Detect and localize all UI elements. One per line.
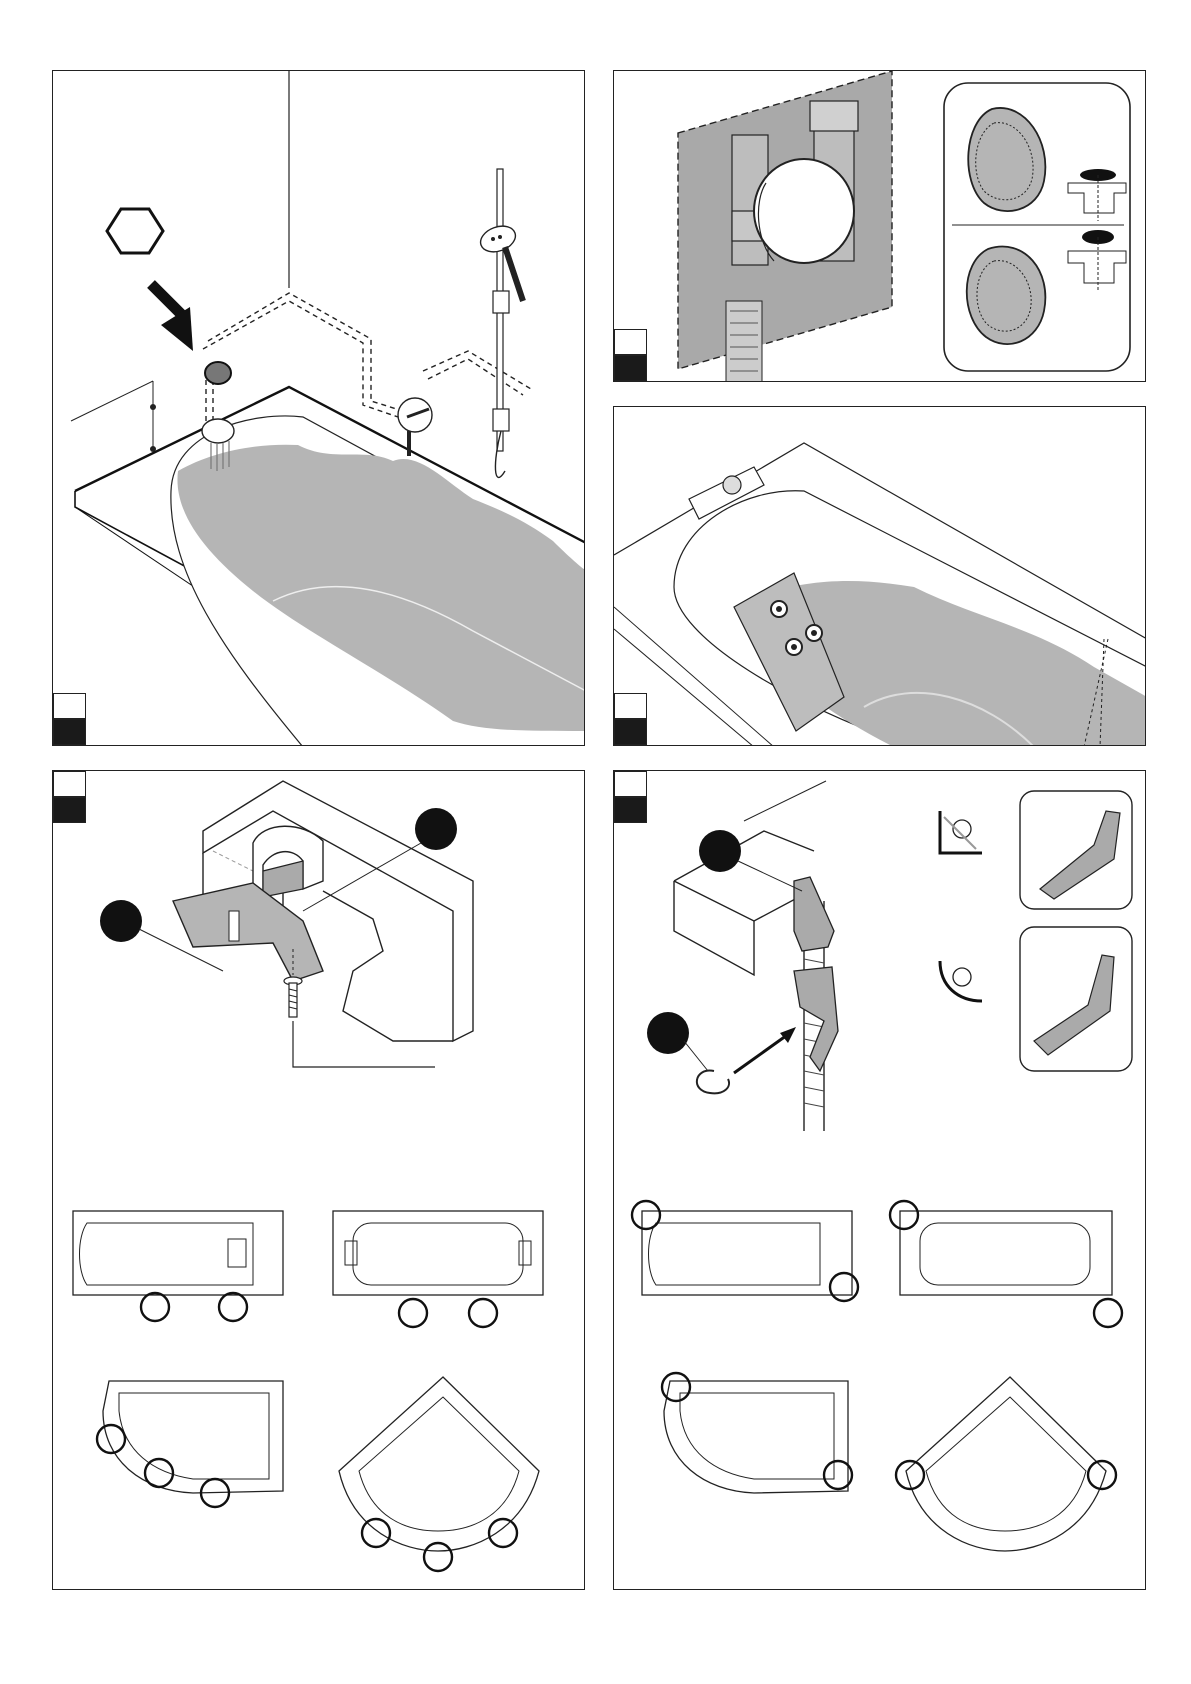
callout-marker: [699, 830, 741, 872]
drain-valve-icon: [754, 159, 854, 263]
panel-bath-jets-view: [613, 406, 1146, 746]
step-number-box: [614, 329, 647, 355]
panel-bath-installation: [52, 70, 585, 746]
retaining-ring-icon: [697, 1071, 729, 1094]
bath-plan-offset-corner-icon: [662, 1373, 852, 1493]
step-number-box-dark: [53, 797, 86, 823]
bath-plan-quadrant-icon: [339, 1377, 539, 1571]
position-mark-icon: [219, 1293, 247, 1321]
step-number-box: [53, 771, 86, 797]
callout-marker: [100, 900, 142, 942]
step-number-box-dark: [53, 719, 86, 745]
panel-support-bracket-mounting: [52, 770, 585, 1590]
bath-spout-icon: [202, 419, 234, 443]
bath-jets-drawing: [614, 407, 1146, 746]
bath-plan-double-ended-icon: [333, 1211, 543, 1327]
bath-plan-double-ended-icon: [890, 1201, 1122, 1327]
step-number-box: [614, 771, 647, 797]
waste-set-drawing: [614, 71, 1146, 382]
bath-plan-rectangular-icon: [632, 1201, 858, 1301]
hose-clip-drawing: [614, 771, 1146, 1590]
step-number-box-dark: [614, 355, 647, 381]
panel-overflow-waste-set: [613, 70, 1146, 382]
position-mark-icon: [141, 1293, 169, 1321]
hexagon-icon: [107, 209, 163, 253]
position-mark-icon: [1094, 1299, 1122, 1327]
step-number-box-dark: [614, 797, 647, 823]
callout-marker: [647, 1012, 689, 1054]
support-bracket-drawing: [53, 771, 585, 1590]
bath-installation-drawing: [53, 71, 585, 746]
bath-plan-offset-corner-icon: [97, 1381, 283, 1507]
hose-clip-icon: [794, 877, 838, 1071]
bath-plan-rectangular-icon: [73, 1211, 283, 1321]
step-number-box: [53, 693, 86, 719]
panel-hose-clip-mounting: [613, 770, 1146, 1590]
position-mark-icon: [399, 1299, 427, 1327]
step-number-box: [614, 693, 647, 719]
step-number-box-dark: [614, 719, 647, 745]
position-mark-icon: [469, 1299, 497, 1327]
screw-icon: [284, 977, 302, 1017]
callout-marker: [415, 808, 457, 850]
bath-plan-quadrant-icon: [896, 1377, 1116, 1551]
